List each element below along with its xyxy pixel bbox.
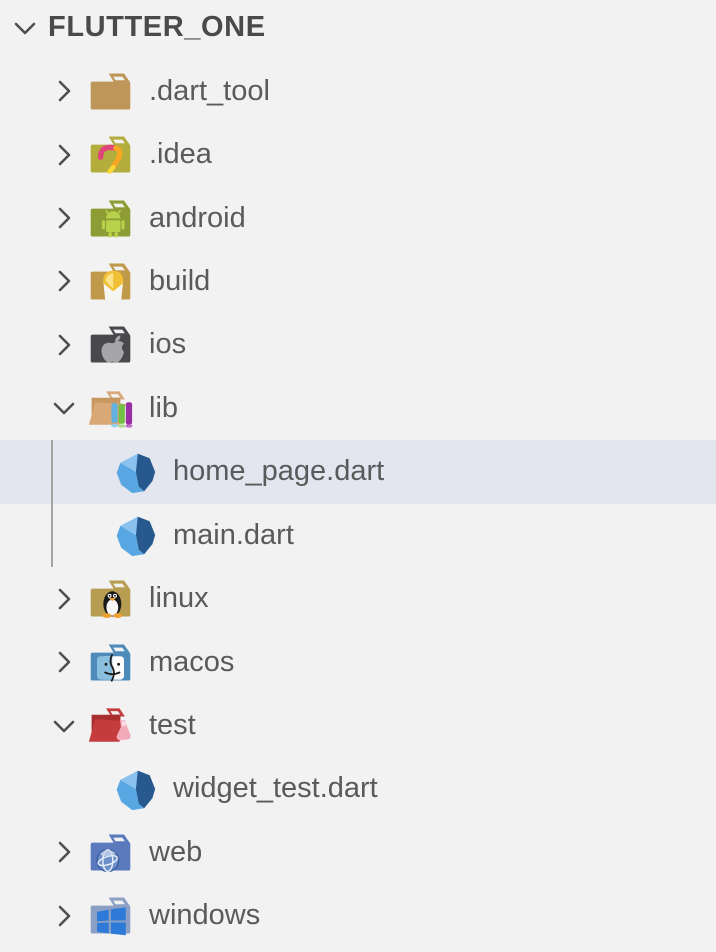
chevron-down-icon[interactable]	[47, 709, 81, 743]
item-label: test	[149, 709, 196, 742]
tree-item-home-page-dart[interactable]: home_page.dart	[0, 440, 716, 504]
macos-folder-icon	[88, 642, 133, 683]
tree-item-windows[interactable]: windows	[0, 884, 716, 947]
idea-folder-icon	[88, 134, 133, 175]
tree-item-linux[interactable]: linux	[0, 567, 716, 630]
tree-item-dart-tool[interactable]: .dart_tool	[0, 59, 716, 122]
chevron-down-icon[interactable]	[8, 11, 42, 45]
dart-tool-folder-icon	[88, 71, 133, 112]
chevron-right-icon[interactable]	[47, 328, 81, 362]
item-label: .idea	[149, 138, 212, 171]
tree-item-lib[interactable]: lib	[0, 377, 716, 440]
ios-folder-icon	[88, 324, 133, 365]
tree-root-flutter-one[interactable]: FLUTTER_ONE	[0, 0, 716, 59]
tree-item-idea[interactable]: .idea	[0, 123, 716, 186]
tree-item-web[interactable]: web	[0, 821, 716, 884]
windows-folder-icon	[88, 895, 133, 936]
dart-file-icon	[113, 513, 157, 557]
tree-item-build[interactable]: build	[0, 250, 716, 313]
item-label: android	[149, 201, 246, 234]
test-folder-open-icon	[88, 705, 133, 746]
tree-item-macos[interactable]: macos	[0, 630, 716, 693]
item-label: linux	[149, 582, 209, 615]
chevron-right-icon[interactable]	[47, 264, 81, 298]
dart-file-icon	[113, 767, 157, 811]
chevron-right-icon[interactable]	[47, 74, 81, 108]
item-label: web	[149, 835, 203, 868]
tree-item-ios[interactable]: ios	[0, 313, 716, 376]
item-label: build	[149, 264, 211, 297]
item-label: home_page.dart	[173, 455, 385, 488]
chevron-right-icon[interactable]	[47, 582, 81, 616]
dart-file-icon	[113, 450, 157, 494]
build-folder-icon	[88, 261, 133, 302]
indent-guide-line	[51, 440, 53, 567]
tree-item-android[interactable]: android	[0, 186, 716, 249]
android-folder-icon	[88, 198, 133, 239]
item-label: macos	[149, 645, 235, 678]
item-label: widget_test.dart	[173, 772, 378, 805]
chevron-right-icon[interactable]	[47, 645, 81, 679]
item-label: main.dart	[173, 518, 294, 551]
chevron-right-icon[interactable]	[47, 201, 81, 235]
web-folder-icon	[88, 832, 133, 873]
tree-item-test[interactable]: test	[0, 694, 716, 757]
chevron-right-icon[interactable]	[47, 835, 81, 869]
lib-folder-open-icon	[88, 388, 133, 429]
chevron-right-icon[interactable]	[47, 899, 81, 933]
root-label: FLUTTER_ONE	[48, 11, 266, 44]
item-label: windows	[149, 899, 261, 932]
item-label: .dart_tool	[149, 74, 270, 107]
tree-item-widget-test-dart[interactable]: widget_test.dart	[0, 757, 716, 820]
item-label: ios	[149, 328, 187, 361]
chevron-down-icon[interactable]	[47, 391, 81, 425]
item-label: lib	[149, 391, 179, 424]
tree-item-main-dart[interactable]: main.dart	[0, 504, 716, 567]
linux-folder-icon	[88, 578, 133, 619]
chevron-right-icon[interactable]	[47, 138, 81, 172]
